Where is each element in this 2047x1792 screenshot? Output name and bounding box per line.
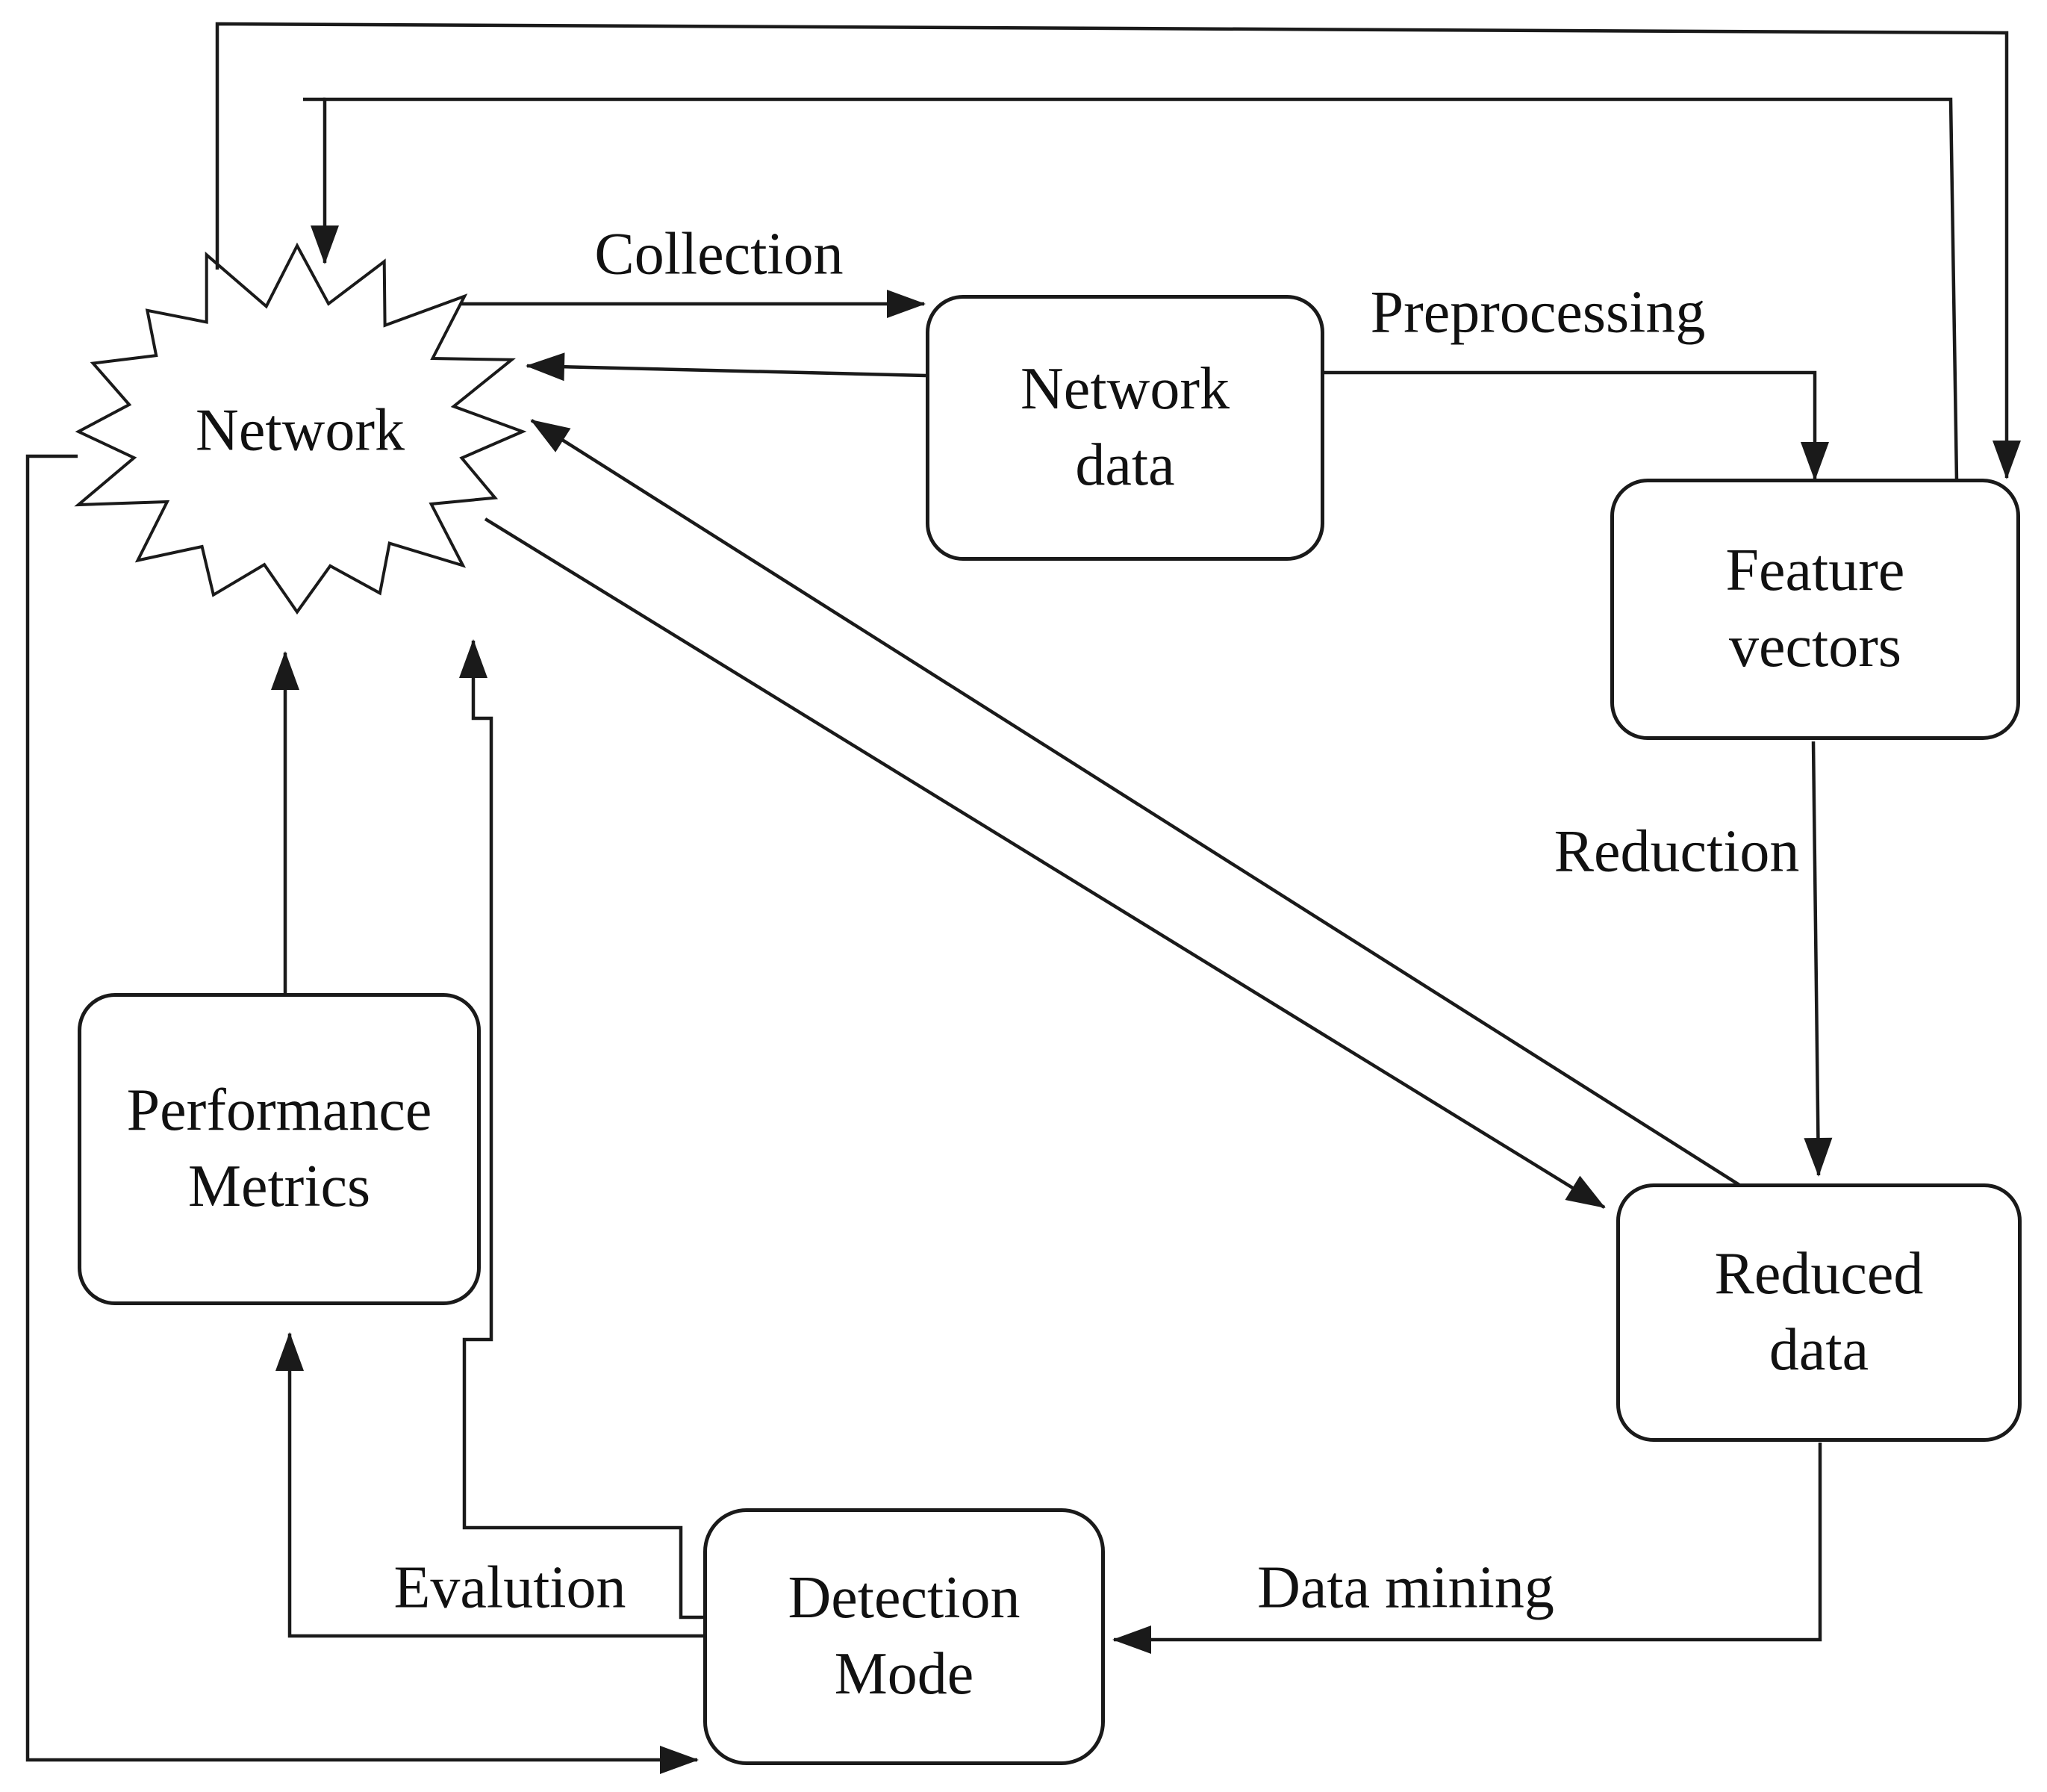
edge-network-to-detection-mode-loop (25, 454, 699, 1774)
evalution-edge-label: Evalution (393, 1555, 626, 1621)
edge-feature-vectors-to-network-loop (311, 97, 1959, 482)
edge-preprocessing (1324, 370, 1829, 481)
network-data-node: Network data (926, 295, 1324, 561)
network-node-label: Network (196, 397, 405, 464)
edge-network-data-to-network (526, 352, 926, 382)
preprocessing-edge-label: Preprocessing (1370, 279, 1706, 346)
feature-vectors-node-label: Feature vectors (1725, 538, 1905, 679)
detection-mode-node: Detection Mode (703, 1508, 1105, 1765)
reduction-edge-label: Reduction (1554, 818, 1800, 885)
performance-metrics-node: Performance Metrics (78, 993, 481, 1305)
detection-mode-node-label: Detection Mode (788, 1565, 1021, 1707)
data-mining-edge-label: Data mining (1257, 1555, 1554, 1621)
network-data-node-label: Network data (1021, 356, 1230, 498)
edge-network-to-feature-vectors-loop (215, 22, 2021, 479)
edge-reduced-data-to-network-diagonal (530, 419, 1741, 1186)
reduced-data-node: Reduced data (1616, 1183, 2022, 1442)
edge-detection-mode-to-network-feedback (459, 639, 705, 1620)
edge-network-to-reduced-data-diagonal (484, 517, 1606, 1209)
feature-vectors-node: Feature vectors (1610, 479, 2020, 740)
network-starburst-shape (74, 242, 527, 615)
collection-edge-label: Collection (594, 221, 844, 287)
performance-metrics-node-label: Performance Metrics (126, 1077, 432, 1219)
edge-data-mining (1112, 1443, 1822, 1654)
reduced-data-node-label: Reduced data (1714, 1241, 1924, 1383)
edge-evalution (275, 1332, 705, 1638)
edge-reduction (1804, 741, 1833, 1177)
